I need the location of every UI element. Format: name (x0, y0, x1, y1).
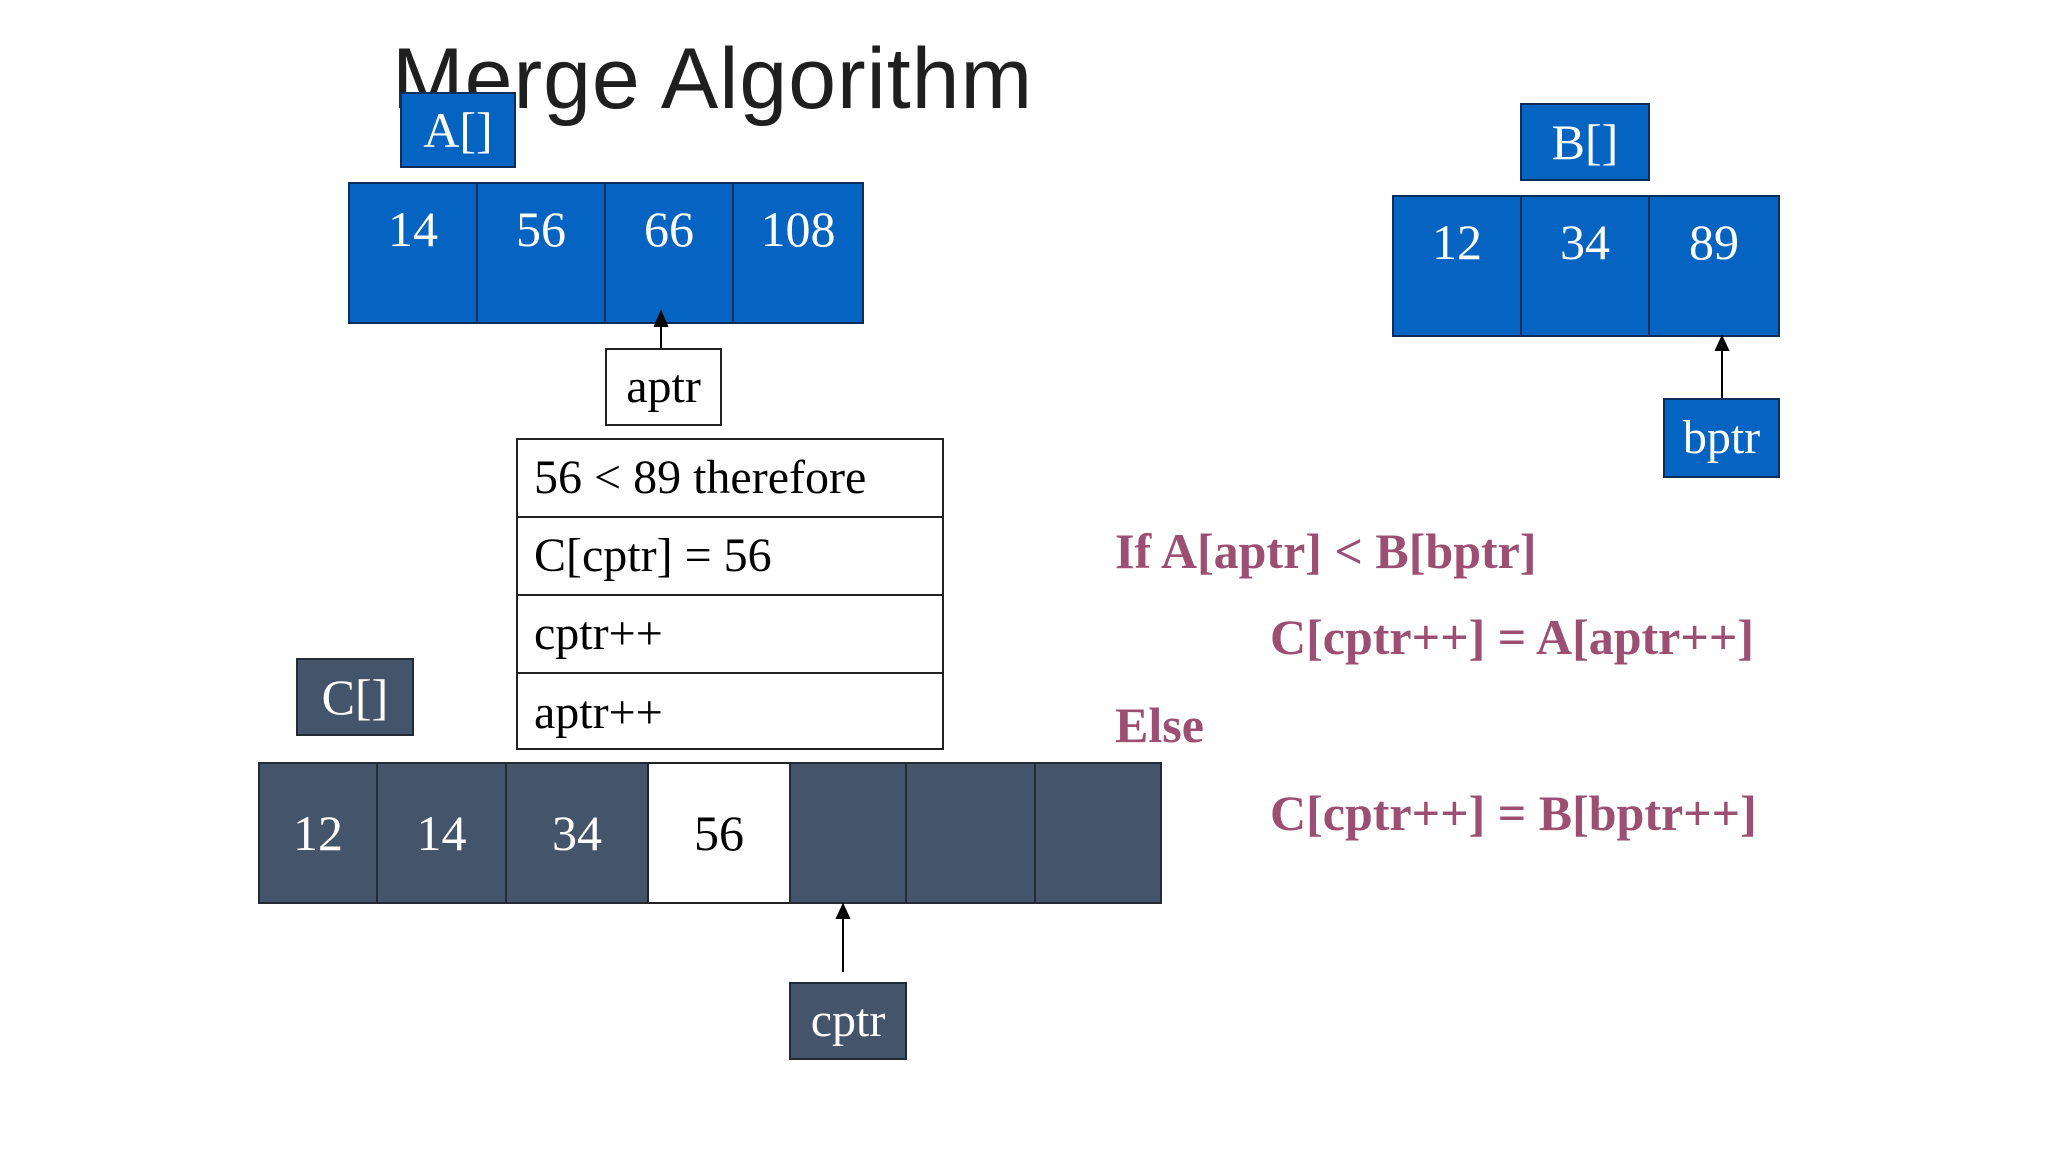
array-c-cell: 34 (505, 762, 649, 904)
bptr-arrowhead (1714, 334, 1730, 351)
pseudocode-if: If A[aptr] < B[bptr] (1115, 523, 1537, 579)
cptr-pointer: cptr (789, 982, 907, 1060)
array-c: 12 14 34 56 (258, 762, 1162, 904)
steps-box: 56 < 89 therefore C[cptr] = 56 cptr++ ap… (516, 438, 944, 750)
step-comparison: 56 < 89 therefore (518, 440, 942, 518)
step-increment-cptr: cptr++ (518, 596, 942, 674)
bptr-pointer: bptr (1663, 398, 1780, 478)
array-b: 12 34 89 (1392, 195, 1780, 337)
array-a-cell: 66 (604, 182, 734, 324)
array-b-cell: 34 (1520, 195, 1650, 337)
array-c-label: C[] (296, 658, 414, 736)
aptr-arrowhead (653, 309, 669, 327)
array-a: 14 56 66 108 (348, 182, 864, 324)
array-a-label: A[] (400, 92, 516, 168)
step-increment-aptr: aptr++ (534, 686, 663, 739)
array-c-cell (1034, 762, 1162, 904)
array-b-cell: 12 (1392, 195, 1522, 337)
array-a-cell: 108 (732, 182, 864, 324)
array-a-cell: 56 (476, 182, 606, 324)
cptr-arrowhead (835, 902, 851, 919)
array-b-cell: 89 (1648, 195, 1780, 337)
pseudocode-else-body: C[cptr++] = B[bptr++] (1270, 785, 1757, 841)
array-c-cell (789, 762, 907, 904)
step-assign: C[cptr] = 56 (518, 518, 942, 596)
array-b-label: B[] (1520, 103, 1650, 181)
pseudocode-then: C[cptr++] = A[aptr++] (1270, 609, 1755, 665)
pseudocode-else: Else (1115, 697, 1204, 753)
aptr-pointer: aptr (605, 348, 722, 426)
array-c-cell (905, 762, 1036, 904)
